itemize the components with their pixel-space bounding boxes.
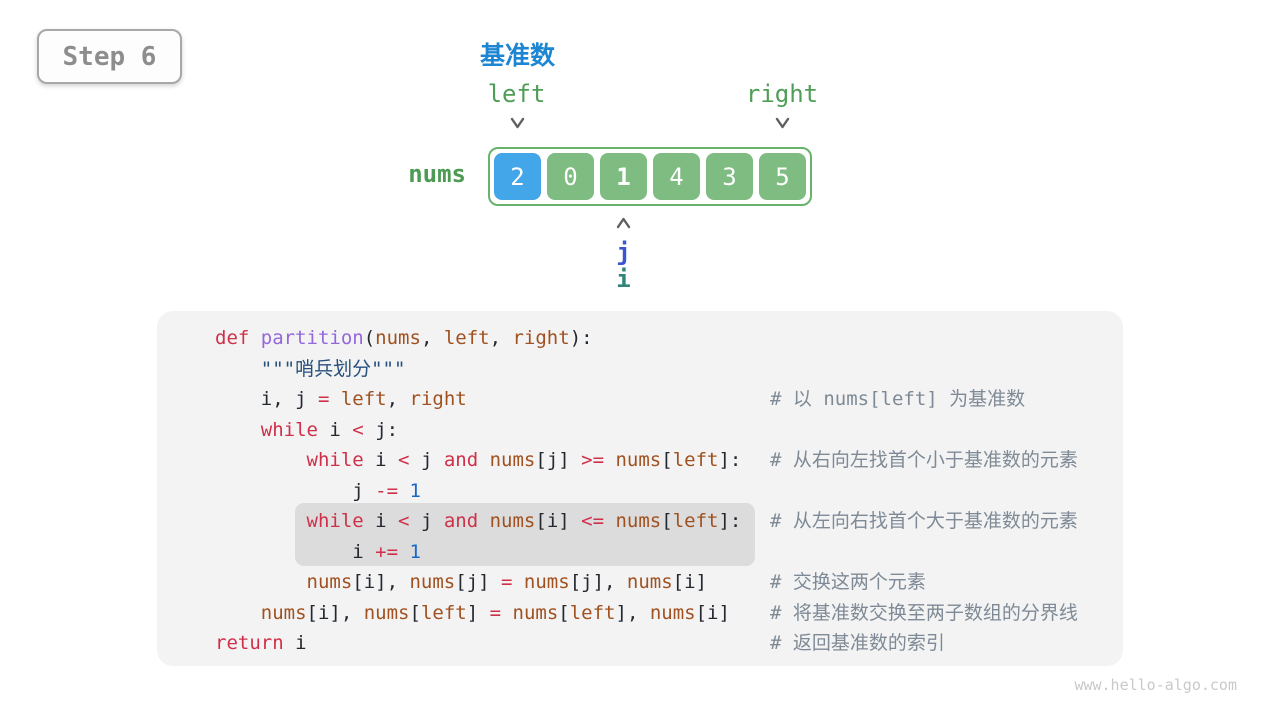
code-line: return i — [215, 632, 307, 654]
array-cell: 3 — [706, 153, 753, 200]
code-comment-line: # 将基准数交换至两子数组的分界线 — [770, 601, 1078, 624]
code-comment-line: # 从左向右找首个大于基准数的元素 — [770, 510, 1078, 532]
code-comment-line: # 以 nums[left] 为基准数 — [770, 388, 1026, 410]
code-comment-line: # 返回基准数的索引 — [770, 632, 945, 654]
code-line: i, j = left, right — [215, 388, 467, 410]
right-pointer-label: right — [745, 80, 819, 108]
step-badge-label: Step 6 — [62, 41, 157, 72]
code-line: nums[i], nums[left] = nums[left], nums[i… — [260, 601, 730, 624]
code-line: nums[i], nums[j] = nums[j], nums[i] — [306, 571, 707, 593]
code-line: while i < j and nums[i] <= nums[left]: — [306, 510, 742, 532]
array-cell: 4 — [653, 153, 700, 200]
step-badge: Step 6 — [37, 29, 182, 84]
code-comment-line — [770, 323, 1078, 354]
pivot-title-label: 基准数 — [479, 41, 555, 70]
left-arrow-down-icon — [510, 117, 525, 129]
code-comment-line — [770, 415, 1078, 446]
array-cell: 5 — [759, 153, 806, 200]
code-line: j -= 1 — [215, 479, 421, 502]
left-pointer-label: left — [487, 80, 546, 108]
array-cell: 2 — [494, 153, 541, 200]
right-arrow-down-icon — [775, 117, 790, 129]
i-pointer-label: i — [616, 265, 631, 293]
code-comments: # 以 nums[left] 为基准数 # 从右向左找首个小于基准数的元素 # … — [770, 323, 1078, 659]
array-name-label: nums — [408, 160, 466, 188]
code-comment-line — [770, 537, 1078, 568]
code-line: while i < j and nums[j] >= nums[left]: — [306, 449, 742, 471]
code-lines: def partition(nums, left, right): """哨兵划… — [215, 323, 741, 659]
code-comment-line: # 从右向左找首个小于基准数的元素 — [770, 449, 1078, 471]
code-line: """哨兵划分""" — [260, 357, 406, 380]
watermark: www.hello-algo.com — [1074, 676, 1237, 694]
code-line: i += 1 — [215, 540, 421, 563]
code-panel: def partition(nums, left, right): """哨兵划… — [157, 311, 1123, 666]
j-pointer-label: j — [616, 238, 631, 266]
array-cell: 0 — [547, 153, 594, 200]
code-line: while i < j: — [260, 418, 399, 441]
code-comment-line — [770, 476, 1078, 507]
highlighted-code-band — [295, 503, 755, 566]
array-cell: 1 — [600, 153, 647, 200]
ij-arrow-up-icon — [616, 217, 631, 229]
code-line: def partition(nums, left, right): — [215, 327, 593, 349]
code-comment-line: # 交换这两个元素 — [770, 571, 926, 593]
code-comment-line — [770, 354, 1078, 385]
